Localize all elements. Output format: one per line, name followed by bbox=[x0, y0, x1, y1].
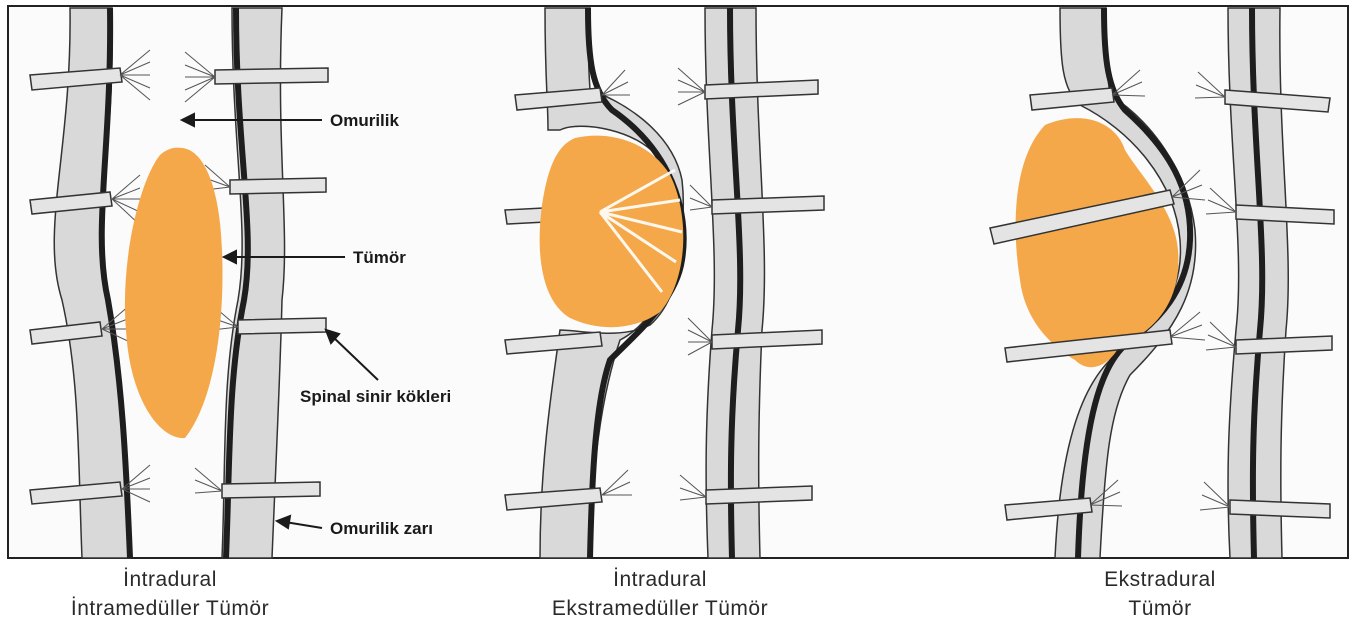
caption-panel-3-line2: Tümör bbox=[1128, 597, 1191, 620]
nerve-root bbox=[215, 68, 328, 84]
nerve-root bbox=[222, 482, 320, 498]
caption-panel-1-line1: İntradural bbox=[123, 568, 217, 591]
nerve-root bbox=[706, 486, 812, 504]
label-tumor: Tümör bbox=[353, 248, 406, 267]
label-spinal-membrane: Omurilik zarı bbox=[330, 519, 433, 538]
label-spinal-nerve-roots: Spinal sinir kökleri bbox=[300, 387, 451, 406]
tumor-extramedullary bbox=[540, 136, 684, 328]
caption-panel-3-line1: Ekstradural bbox=[1104, 568, 1216, 591]
caption-panel-2-line1: İntradural bbox=[613, 568, 707, 591]
nerve-root bbox=[1236, 336, 1332, 354]
nerve-root bbox=[1230, 500, 1330, 518]
caption-panel-2-line2: Ekstramedüller Tümör bbox=[552, 597, 768, 620]
nerve-root bbox=[238, 318, 326, 334]
caption-panel-1-line2: İntramedüller Tümör bbox=[71, 597, 269, 620]
label-spinal-cord: Omurilik bbox=[330, 111, 400, 130]
nerve-root bbox=[712, 196, 824, 214]
nerve-root bbox=[230, 178, 326, 194]
